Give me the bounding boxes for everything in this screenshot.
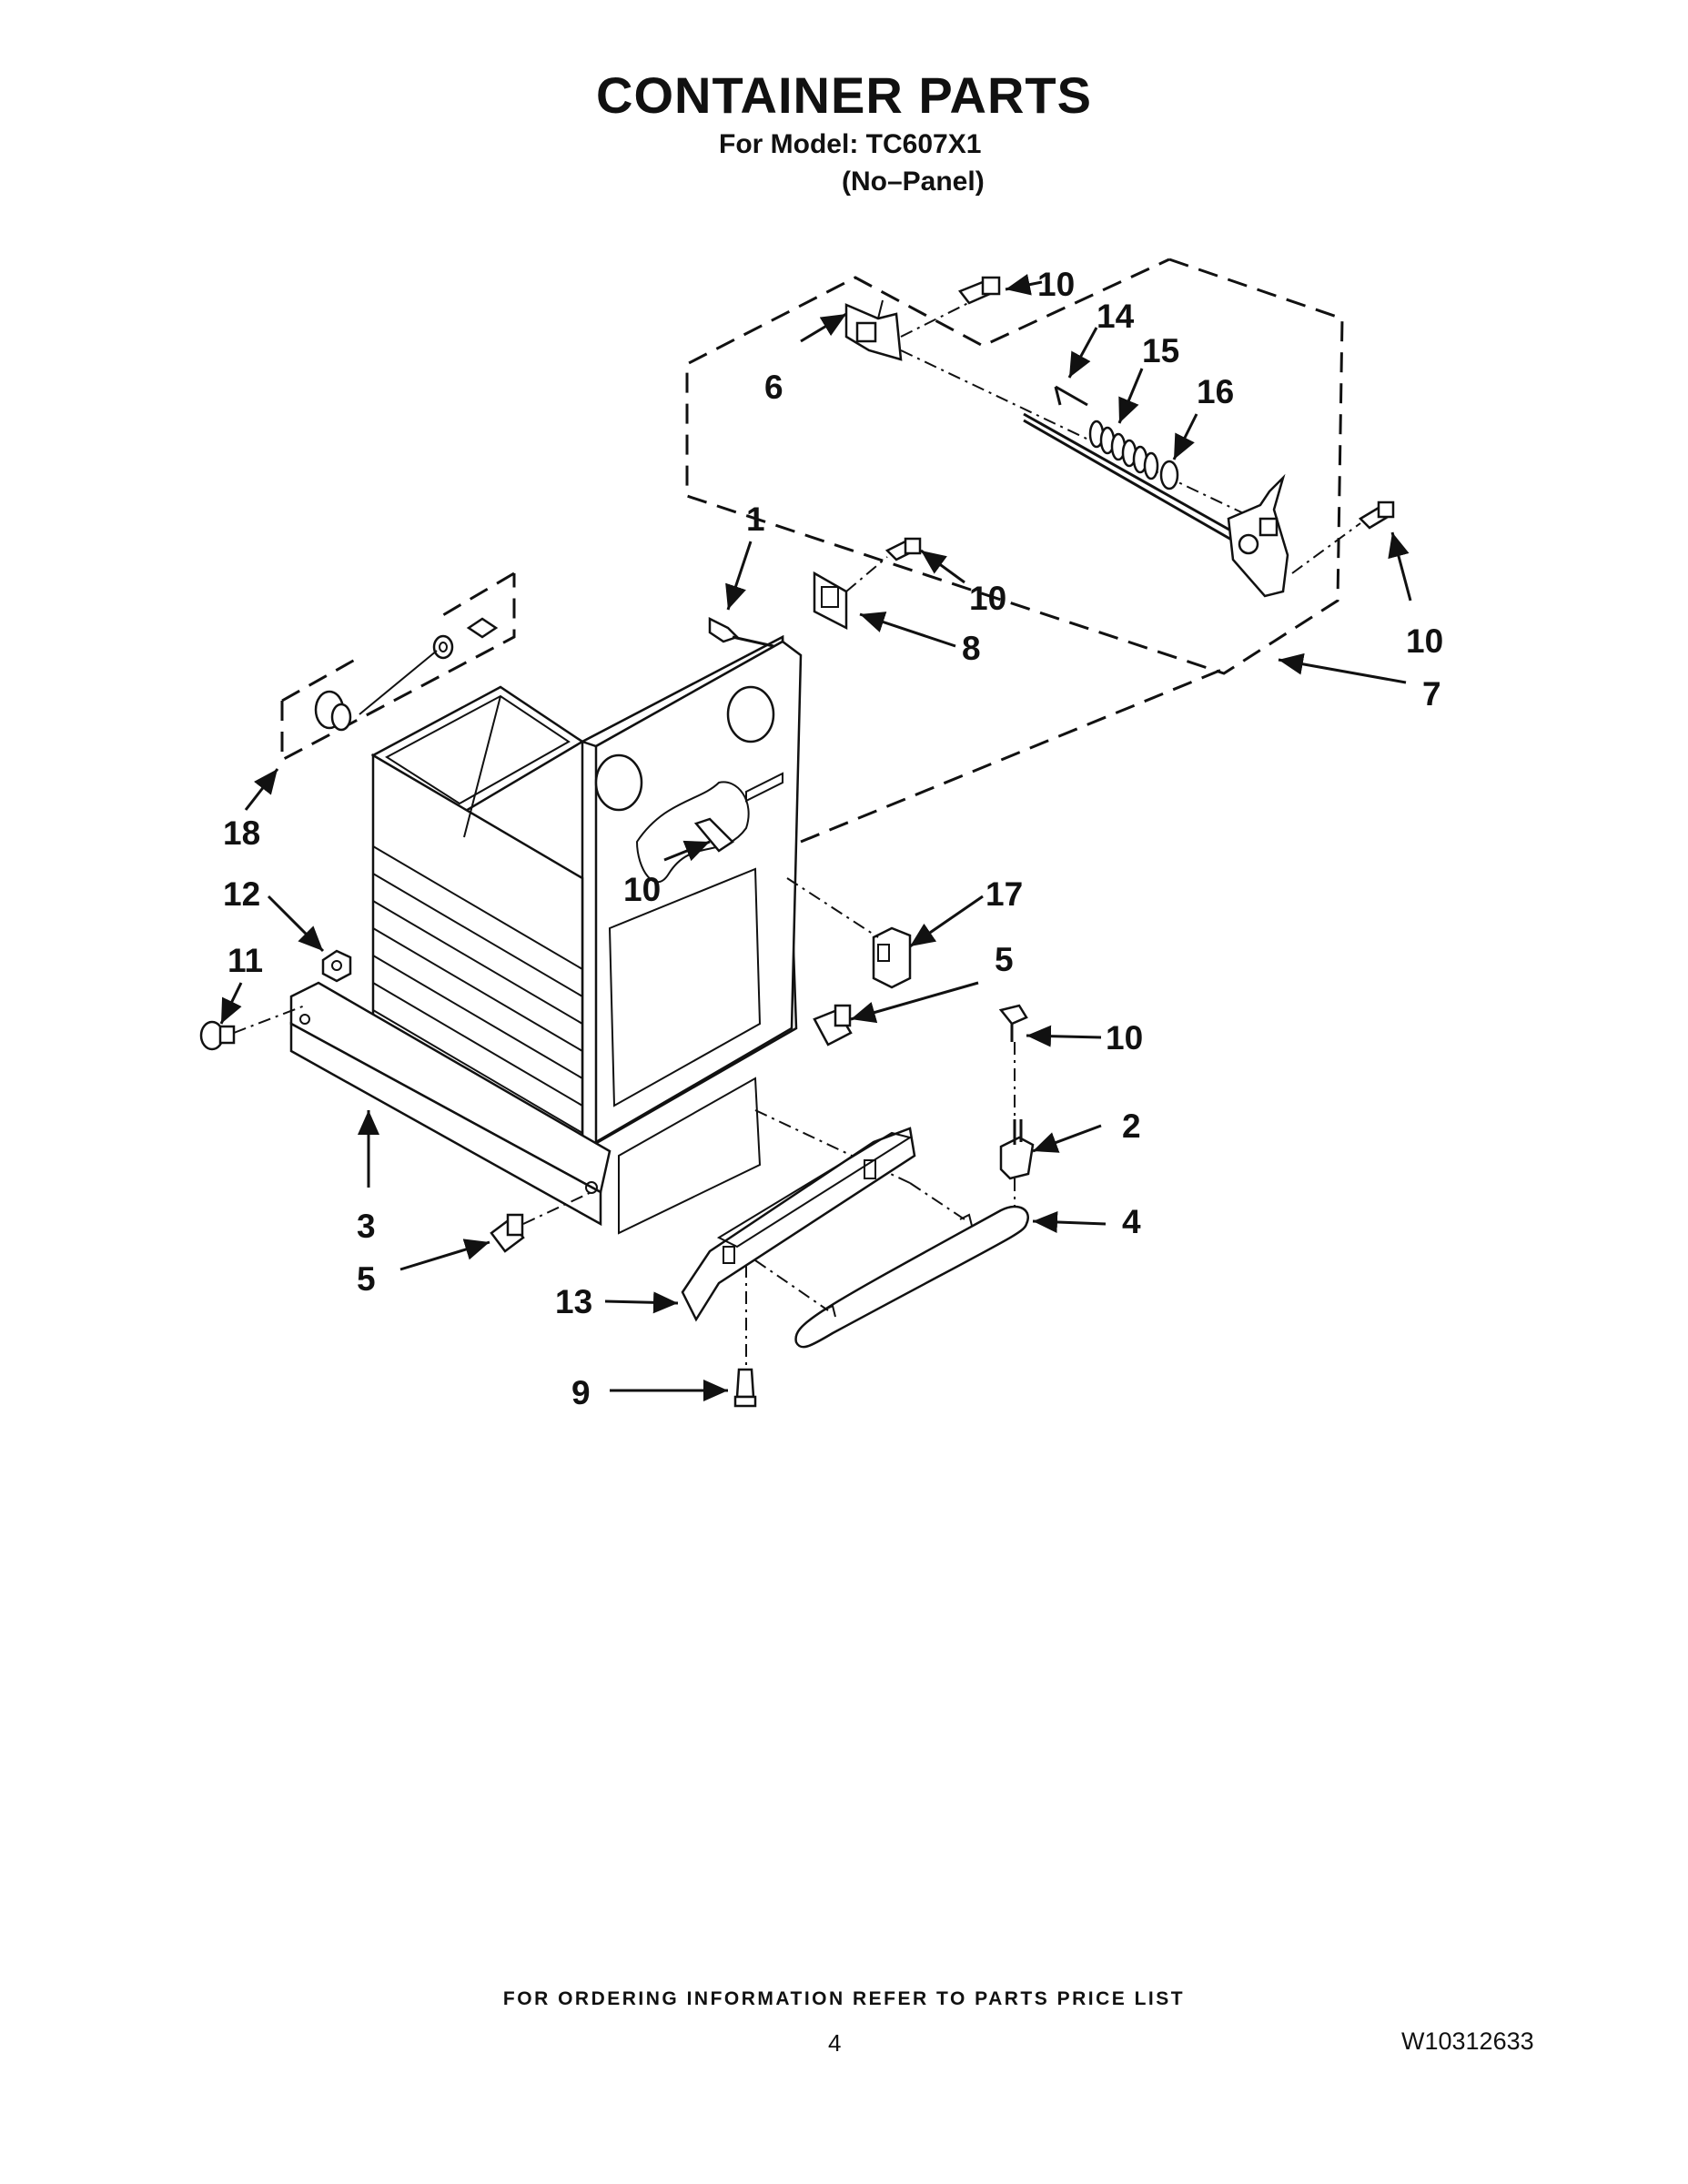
leveling-bolt: [199, 1020, 236, 1051]
strike-plate: [813, 571, 848, 631]
callout-10-switch: 10: [1106, 1019, 1143, 1057]
callout-1: 1: [746, 500, 765, 538]
knob-washer: [432, 617, 499, 660]
latch-rod: [1023, 385, 1243, 546]
leader-lines: [219, 273, 1412, 1401]
strike-screw: [884, 537, 922, 561]
model-line: For Model: TC607X1: [719, 129, 982, 159]
callout-11: 11: [227, 942, 263, 979]
knob-group: [280, 571, 516, 763]
callout-10-inner: 10: [623, 871, 661, 908]
callout-7: 7: [1422, 675, 1441, 713]
leveling-leg-left: [490, 1213, 525, 1253]
switch-screw: [998, 1004, 1028, 1042]
variant-line: (No–Panel): [842, 167, 985, 197]
callout-labels: 1 2 3 4 5 5 6 7 8 9 10 10 10 10 10 11 12…: [223, 266, 1443, 1411]
panel-screw: [708, 616, 774, 648]
callout-4: 4: [1122, 1203, 1141, 1240]
callout-6: 6: [764, 369, 783, 406]
callout-16: 16: [1197, 373, 1234, 410]
callout-13: 13: [555, 1283, 592, 1320]
document-number: W10312633: [1401, 2027, 1534, 2055]
kick-plate-screw: [733, 1368, 757, 1408]
callout-2: 2: [1122, 1107, 1141, 1145]
callout-5-left: 5: [357, 1260, 376, 1298]
screw-right: [1358, 500, 1395, 530]
callout-10-top: 10: [1037, 266, 1075, 303]
callout-15: 15: [1142, 332, 1179, 369]
callout-10-strike: 10: [969, 580, 1006, 617]
callout-10-right: 10: [1406, 622, 1443, 660]
spring-washer: [1159, 460, 1179, 490]
callout-18: 18: [223, 814, 260, 852]
hex-nut: [321, 949, 352, 983]
latch-spring: [1088, 420, 1159, 480]
inner-screw: [693, 817, 734, 853]
callout-3: 3: [357, 1208, 376, 1245]
page-number: 4: [828, 2029, 842, 2057]
leveling-leg-right: [813, 1004, 853, 1046]
knob: [314, 690, 352, 732]
hinge-bracket: [844, 299, 903, 361]
callout-14: 14: [1097, 298, 1135, 335]
page-title: CONTAINER PARTS: [596, 66, 1092, 124]
door-handle: [794, 1205, 1029, 1349]
screw-top: [958, 276, 1001, 305]
door-switch: [999, 1119, 1035, 1180]
kick-plate: [681, 1127, 916, 1322]
callout-17: 17: [986, 875, 1023, 913]
lower-hinge: [872, 926, 912, 989]
base-frame: [289, 981, 612, 1227]
callout-12: 12: [223, 875, 260, 913]
callout-9: 9: [571, 1374, 591, 1411]
callout-5-right: 5: [995, 941, 1014, 978]
latch-bracket: [1227, 473, 1289, 598]
callout-8: 8: [962, 630, 981, 667]
ordering-note: FOR ORDERING INFORMATION REFER TO PARTS …: [502, 1988, 1186, 2009]
latch-assembly-group: [685, 258, 1344, 675]
